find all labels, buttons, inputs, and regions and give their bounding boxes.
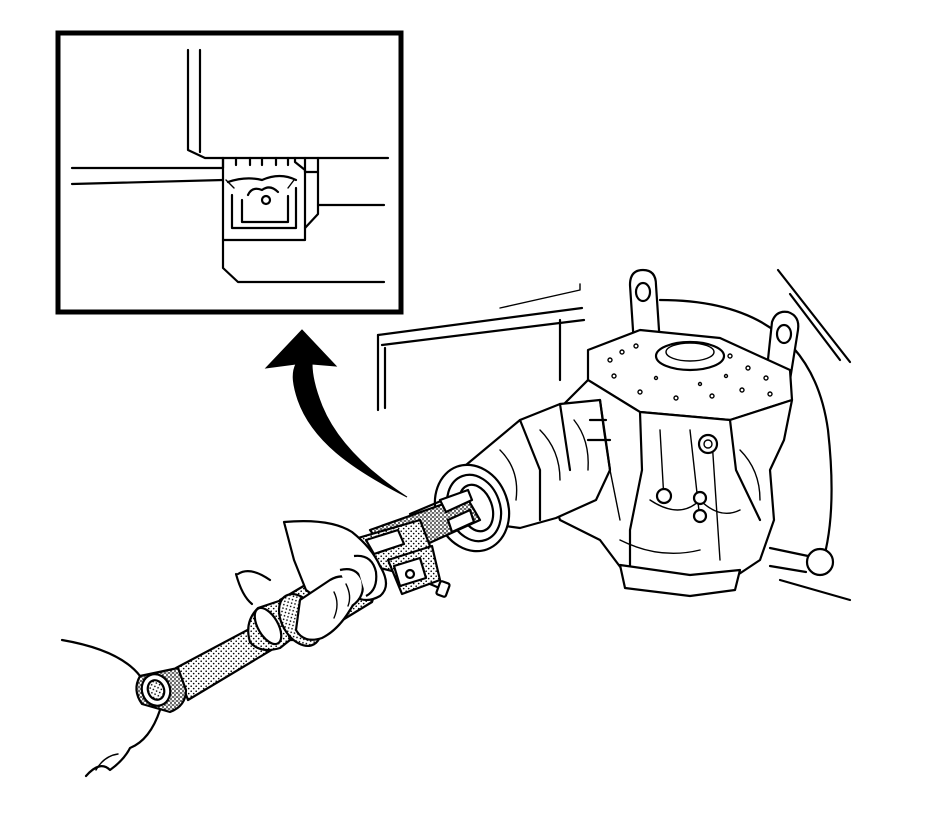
differential-housing <box>538 268 835 598</box>
vehicle-frame-lines <box>376 268 852 602</box>
axle-tube <box>433 398 612 553</box>
direction-arrow <box>264 329 408 498</box>
detail-inset <box>55 30 404 315</box>
technician-hand <box>60 520 388 778</box>
